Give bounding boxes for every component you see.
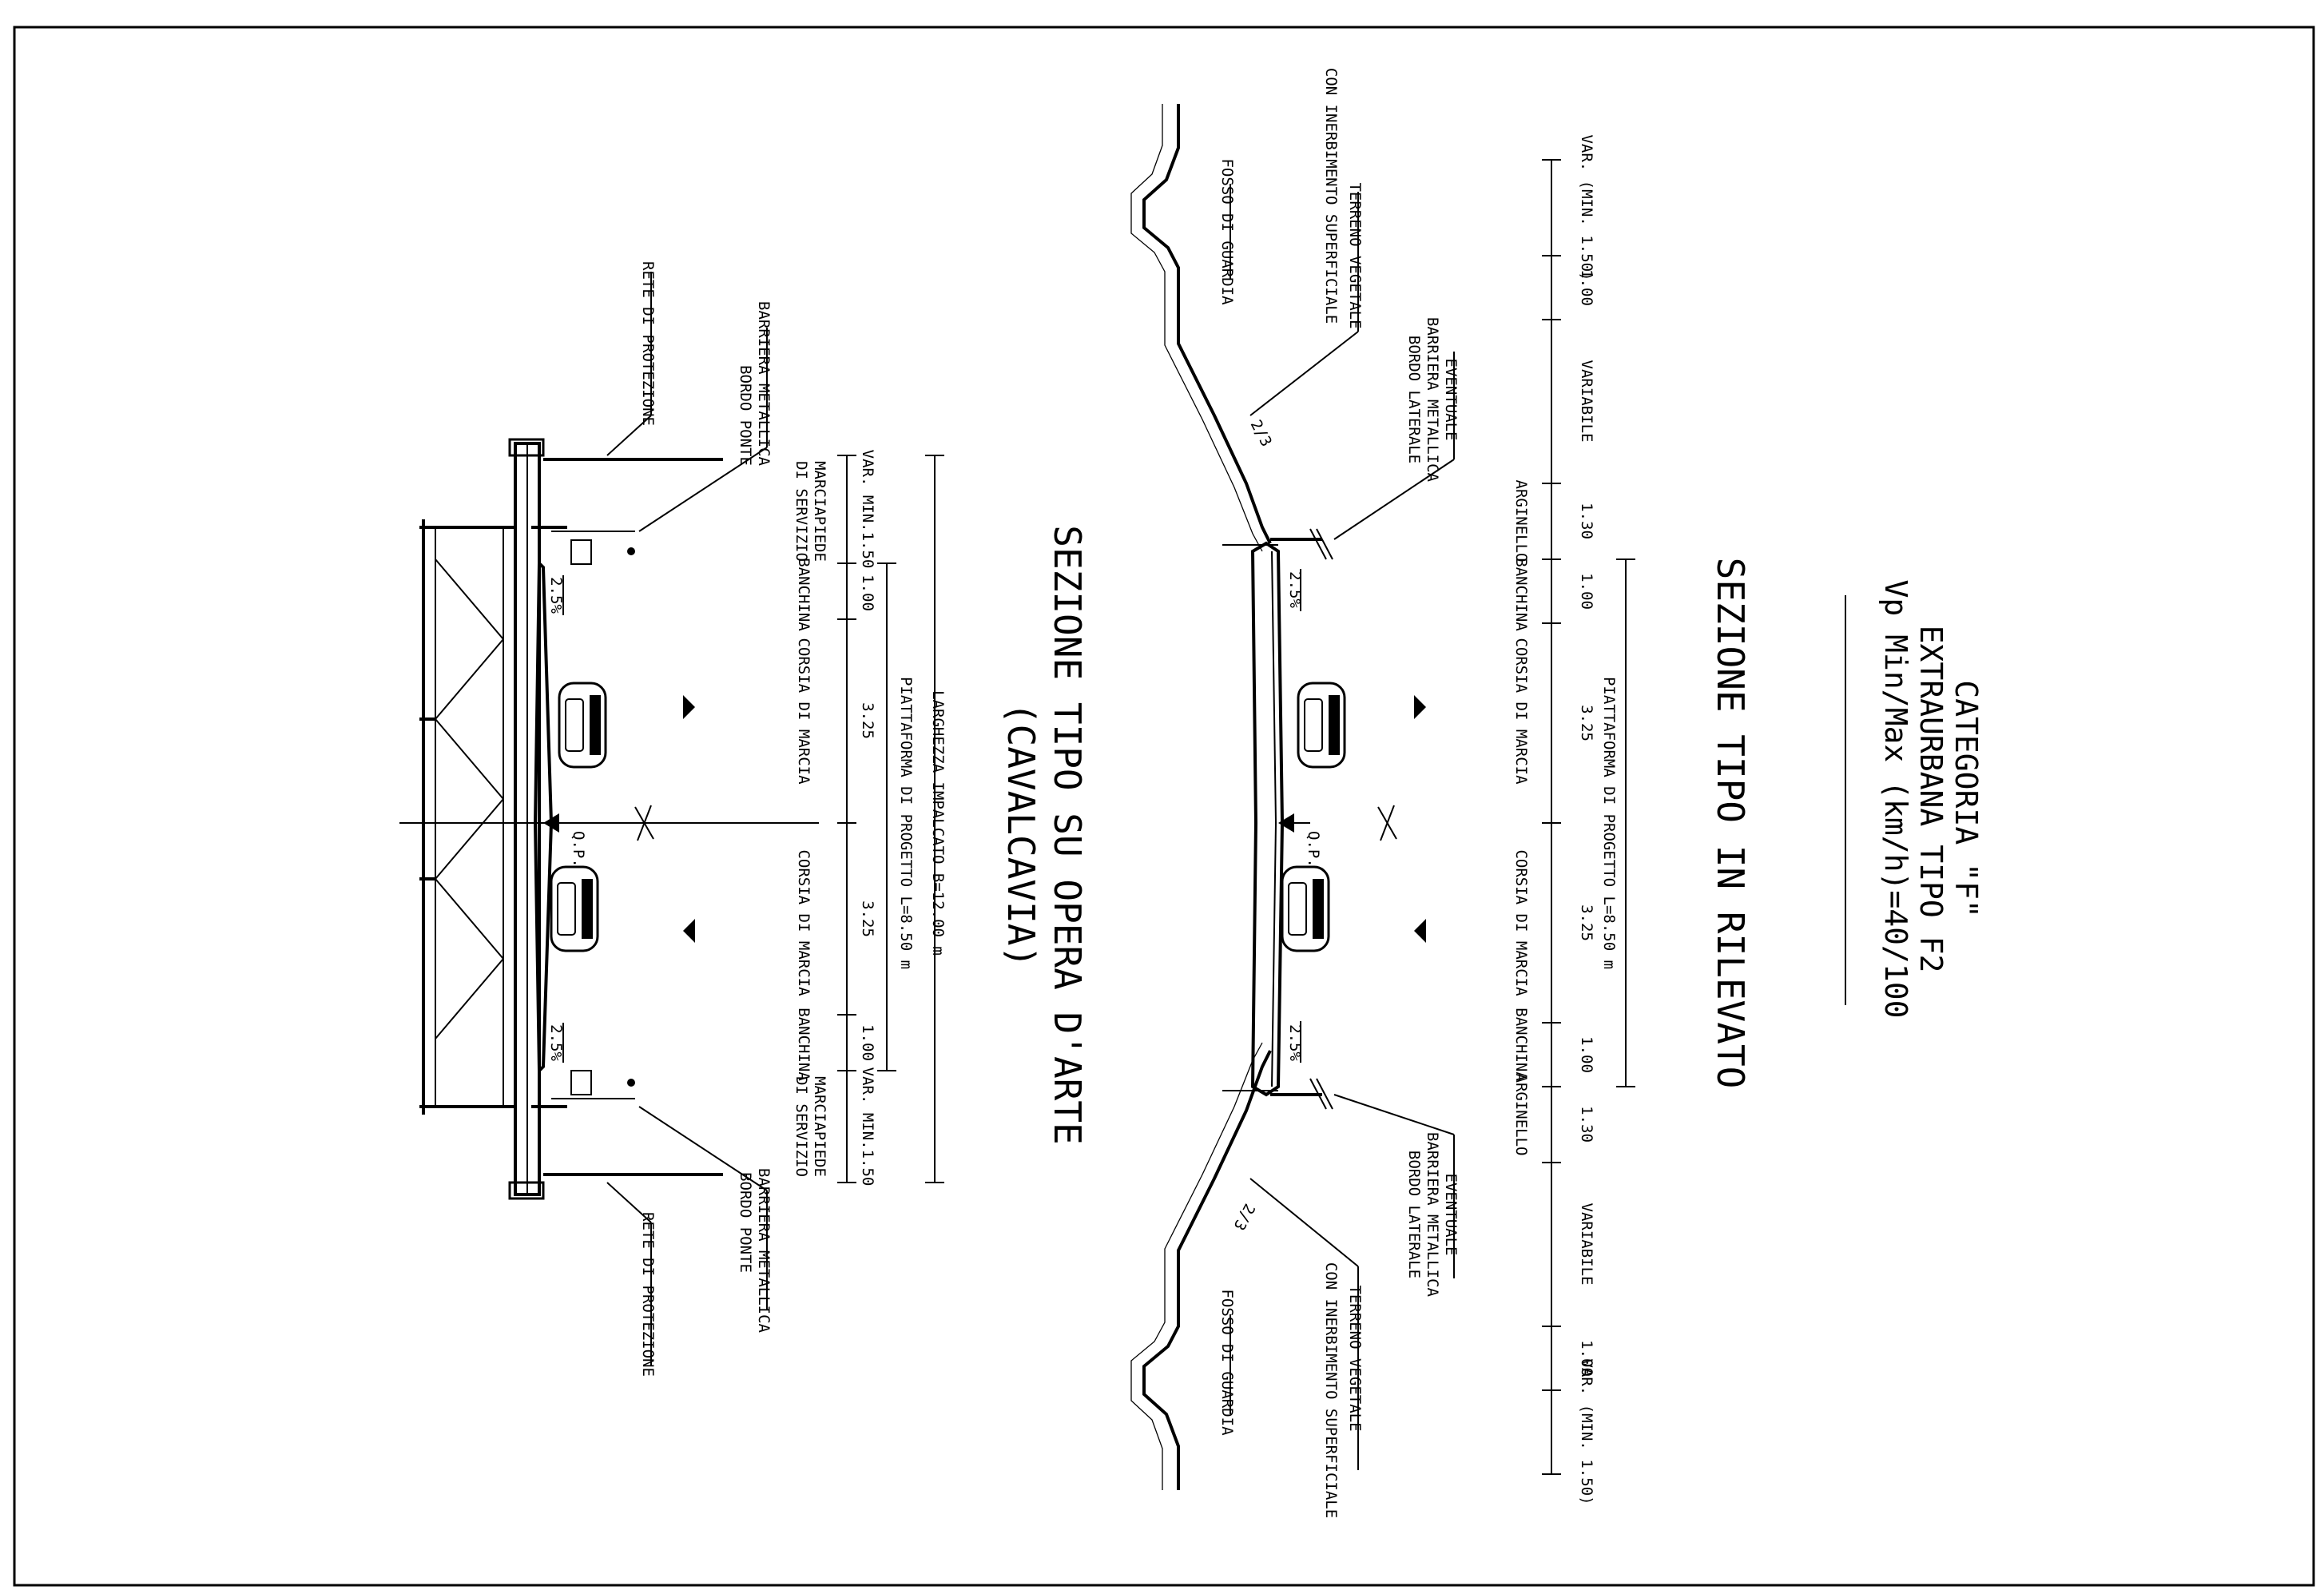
cav-marciapiede-right-2: DI SERVIZIO [793, 1076, 810, 1177]
rilevato-barriera-left-3: BORDO LATERALE [1405, 336, 1423, 463]
category-header: CATEGORIA "F" EXTRAURBANA TIPO F2 Vp Min… [1845, 579, 1984, 1019]
cavalcavia-title-1: SEZIONE TIPO SU OPERA D'ARTE [1046, 525, 1089, 1144]
rilevato-barriera-right-3: BORDO LATERALE [1405, 1151, 1423, 1278]
rilevato-banchina-label-left: BANCHINA [1512, 558, 1530, 631]
cav-marciapiede-left-1: MARCIAPIEDE [811, 461, 828, 562]
rilevato-arginello-label-left: ARGINELLO [1512, 480, 1530, 562]
rilevato-corsia-label-left: CORSIA DI MARCIA [1512, 638, 1530, 785]
dim-100-right: 1.00 [1578, 1340, 1595, 1377]
dim-corsia-right: 3.25 [1578, 904, 1595, 941]
rilevato-car-right [1281, 865, 1330, 952]
sheet-frame [13, 26, 2315, 1587]
cav-pavement-slope-left: 2.5% [547, 577, 565, 614]
dim-100-left: 1.00 [1578, 269, 1595, 306]
rilevato-terreno-right-1: TERRENO VEGETALE [1346, 1285, 1364, 1431]
cav-corsia-right: CORSIA DI MARCIA [795, 849, 812, 996]
rilevato-direction-arrow-left [1414, 695, 1426, 719]
dim-var-right: VAR. (MIN. 1.50) [1578, 1358, 1595, 1505]
dim-variabile-left: VARIABILE [1578, 360, 1595, 443]
cav-marciapiede-right-1: MARCIAPIEDE [811, 1076, 828, 1177]
cavalcavia-dimension-chain: VAR. MIN.1.50 1.00 3.25 3.25 1.00 VAR. M… [837, 450, 876, 1187]
cav-dim-marciapiede-left: VAR. MIN.1.50 [859, 450, 876, 569]
cav-rete-left: RETE DI PROTEZIONE [639, 261, 657, 426]
cavalcavia-platform-dimension: PIATTAFORMA DI PROGETTO L=8.50 m LARGHEZ… [877, 455, 947, 1183]
cav-direction-arrow-left [683, 695, 695, 719]
cav-barriera-left-1: BARRIERA METALLICA [755, 301, 773, 466]
cav-barriera-left-2: BORDO PONTE [737, 365, 754, 466]
cav-barriera-right-2: BORDO PONTE [737, 1172, 754, 1273]
cav-dim-corsia-left: 3.25 [859, 702, 876, 739]
cavalcavia-car-left [558, 682, 607, 769]
rilevato-slope-left: 2/3 [1247, 417, 1276, 450]
rilevato-lane-labels: ARGINELLO BANCHINA CORSIA DI MARCIA CORS… [1512, 480, 1530, 1156]
section-rilevato: SEZIONE TIPO IN RILEVATO VAR. (MIN. 1.50… [1130, 68, 1752, 1518]
rilevato-terreno-left-2: CON INERBIMENTO SUPERFICIALE [1322, 68, 1340, 324]
dim-arginello-left: 1.30 [1578, 503, 1595, 539]
rilevato-axis: Q.P. [1278, 805, 1397, 868]
rilevato-pavement-slope-right: 2.5% [1286, 1024, 1304, 1061]
rilevato-barriera-left-2: BARRIERA METALLICA [1424, 317, 1441, 482]
rilevato-barriera-right-1: EVENTUALE [1442, 1174, 1460, 1256]
dim-arginello-right: 1.30 [1578, 1106, 1595, 1143]
cav-rete-right: RETE DI PROTEZIONE [639, 1212, 657, 1377]
rilevato-corsia-label-right: CORSIA DI MARCIA [1512, 849, 1530, 996]
cavalcavia-axis: Q.P. [543, 805, 654, 868]
cavalcavia-barriers [543, 458, 723, 1176]
cav-dim-banchina-right: 1.00 [859, 1024, 876, 1061]
cavalcavia-callouts: RETE DI PROTEZIONE BARRIERA METALLICA BO… [606, 261, 773, 1377]
dim-corsia-left: 3.25 [1578, 705, 1595, 741]
rilevato-direction-arrow-right [1414, 919, 1426, 943]
cav-banchina-right: BANCHINA [795, 1008, 812, 1081]
category-title: CATEGORIA "F" [1949, 680, 1984, 917]
rilevato-title: SEZIONE TIPO IN RILEVATO [1709, 558, 1752, 1089]
cav-banchina-left: BANCHINA [795, 558, 812, 631]
rilevato-slope-right: 2/3 [1230, 1201, 1258, 1234]
dim-banchina-right: 1.00 [1578, 1036, 1595, 1073]
rilevato-banchina-label-right: BANCHINA [1512, 1008, 1530, 1081]
cavalcavia-lane-labels: MARCIAPIEDE DI SERVIZIO BANCHINA CORSIA … [793, 461, 828, 1177]
cav-barriera-right-1: BARRIERA METALLICA [755, 1168, 773, 1333]
cav-piattaforma-label: PIATTAFORMA DI PROGETTO L=8.50 m [897, 677, 915, 969]
cav-corsia-left: CORSIA DI MARCIA [795, 638, 812, 785]
rilevato-fosso-right: FOSSO DI GUARDIA [1218, 1289, 1236, 1436]
rilevato-arginello-label-right: ARGINELLO [1512, 1074, 1530, 1156]
cav-direction-arrow-right [683, 919, 695, 943]
rilevato-platform-dimension: PIATTAFORMA DI PROGETTO L=8.50 m [1600, 558, 1635, 1087]
cav-impalcato-label: LARGHEZZA IMPALCATO B=12.00 m [929, 690, 947, 956]
rilevato-piattaforma-label: PIATTAFORMA DI PROGETTO L=8.50 m [1600, 677, 1618, 969]
rilevato-barriera-right-2: BARRIERA METALLICA [1424, 1132, 1441, 1297]
rilevato-qp-label: Q.P. [1305, 831, 1322, 868]
cav-marciapiede-left-2: DI SERVIZIO [793, 461, 810, 562]
cavalcavia-title-2: (CAVALCAVIA) [999, 702, 1043, 968]
rilevato-embankment-profile [1130, 104, 1333, 1490]
rilevato-callouts: FOSSO DI GUARDIA TERRENO VEGETALE CON IN… [1218, 68, 1460, 1518]
dim-variabile-right: VARIABILE [1578, 1203, 1595, 1286]
rilevato-car-left [1297, 682, 1346, 769]
cav-dim-marciapiede-right: VAR. MIN.1.50 [859, 1067, 876, 1187]
rilevato-terreno-left-1: TERRENO VEGETALE [1346, 182, 1364, 328]
cav-dim-corsia-right: 3.25 [859, 900, 876, 937]
rilevato-terreno-right-2: CON INERBIMENTO SUPERFICIALE [1322, 1262, 1340, 1518]
cavalcavia-car-right [550, 865, 599, 952]
cav-dim-banchina-left: 1.00 [859, 574, 876, 611]
dim-banchina-left: 1.00 [1578, 573, 1595, 610]
category-speed: Vp Min/Max (km/h)=40/100 [1878, 579, 1913, 1018]
rilevato-dimension-chain: VAR. (MIN. 1.50) 1.00 VARIABILE 1.30 1.0… [1542, 134, 1595, 1505]
section-cavalcavia: SEZIONE TIPO SU OPERA D'ARTE (CAVALCAVIA… [399, 261, 1089, 1377]
category-road-type: EXTRAURBANA TIPO F2 [1913, 626, 1949, 973]
dim-var-left: VAR. (MIN. 1.50) [1578, 134, 1595, 280]
rilevato-pavement-slope-left: 2.5% [1286, 571, 1304, 608]
cavalcavia-bridge-deck [399, 438, 819, 1200]
cav-pavement-slope-right: 2.5% [547, 1024, 565, 1061]
rilevato-barriera-left-1: EVENTUALE [1442, 359, 1460, 441]
rilevato-fosso-left: FOSSO DI GUARDIA [1218, 158, 1236, 305]
cav-qp-label: Q.P. [570, 831, 587, 868]
